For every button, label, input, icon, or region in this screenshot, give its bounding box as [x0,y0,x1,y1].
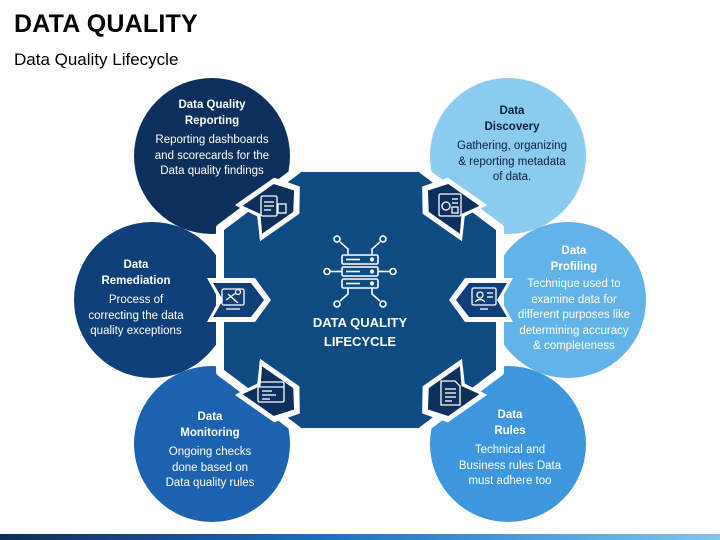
stage-body-line: determining accuracy [519,324,629,337]
stage-heading: Data [499,105,525,117]
stage-body-line: different purposes like [517,309,631,321]
stage-heading: Remediation [101,274,171,287]
stage-body-line: Data quality findings [160,165,264,177]
stage-body: Technical and Business rules Data must a… [440,443,580,490]
stage-circle-profiling [490,222,646,378]
stage-body-line: of data. [492,171,532,183]
stage-body-line: and scorecards for the [154,149,270,162]
stage-body-line: Reporting dashboards [155,134,269,146]
stage-heading: Data [561,245,587,257]
stage-body-line: done based on [171,461,249,474]
document-rules-icon [440,380,461,406]
stage-body-line: Gathering, organizing [457,140,567,152]
dashboard-analysis-icon [438,193,462,217]
stage-text-rules: Data Rules Technical and Business rules … [440,408,580,490]
stage-heading: Rules [494,424,526,437]
badge-remediation [207,278,271,322]
stage-body: Ongoing checks done based on Data qualit… [138,445,282,492]
stage-body-line: Business rules Data [458,459,562,472]
stage-body-line: Process of [108,294,164,306]
stage-heading: Profiling [550,260,598,273]
stage-body: Reporting dashboards and scorecards for … [140,133,284,180]
stage-body-line: Technical and [474,444,546,456]
stage-text-reporting: Data Quality Reporting Reporting dashboa… [140,98,284,180]
stage-heading: Data [123,259,149,271]
stage-heading: Discovery [484,120,540,133]
stage-body-line: Technique used to [527,278,621,290]
stage-circle-remediation [74,222,230,378]
stage-body-line: quality exceptions [90,325,182,337]
stage-text-profiling: Data Profiling Technique used to examine… [496,244,652,355]
stage-body-line: & completeness [533,340,615,352]
footer-accent-bar [0,534,720,540]
stage-body-line: correcting the data [88,309,184,322]
stage-heading: Reporting [184,114,240,127]
badge-discovery [422,177,488,242]
stage-body-line: Data quality rules [165,477,255,489]
stage-text-remediation: Data Remediation Process of correcting t… [62,258,210,340]
stage-heading: Data Quality [178,99,246,111]
stage-body-line: & reporting metadata [458,155,566,168]
code-monitoring-icon [257,381,285,403]
user-profile-monitor-icon [471,287,497,310]
page-subtitle: Data Quality Lifecycle [14,50,179,69]
stage-body: Process of correcting the data quality e… [62,293,210,340]
stage-body: Gathering, organizing & reporting metada… [440,139,584,186]
stage-body-line: examine data for [531,293,617,306]
stage-heading: Data [197,411,223,423]
stage-text-discovery: Data Discovery Gathering, organizing & r… [440,104,584,186]
stage-body-line: Ongoing checks [168,446,252,458]
stage-heading: Monitoring [180,426,240,439]
report-clipboard-icon [260,195,287,217]
stage-text-monitoring: Data Monitoring Ongoing checks done base… [138,410,282,492]
stage-body: Technique used to examine data for diffe… [496,277,652,355]
tools-repair-icon [221,288,245,310]
stage-heading: Data [497,409,523,421]
page-title: DATA QUALITY [14,10,198,38]
stage-body-line: must adhere too [468,475,552,487]
center-label-line2: LIFECYCLE [323,334,397,349]
center-hub-label: DATA QUALITY LIFECYCLE [290,313,430,351]
center-label-line1: DATA QUALITY [312,315,408,330]
server-network-icon [323,235,397,308]
